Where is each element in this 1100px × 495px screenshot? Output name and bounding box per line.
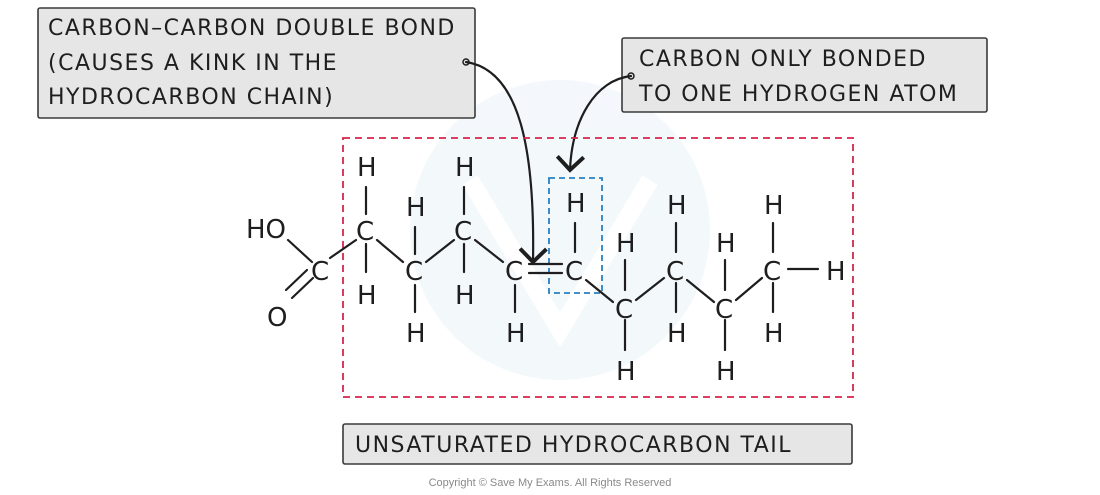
hydrogen-atom: H xyxy=(455,281,475,311)
hydrogen-atom: H xyxy=(667,191,687,221)
single-hydrogen-annotation-line-1: CARBON ONLY BONDED xyxy=(639,47,927,72)
carbon-atom: C xyxy=(666,257,684,287)
carbon-atom: C xyxy=(505,257,523,287)
hydrogen-atom: H xyxy=(826,257,846,287)
hydrogen-atom: H xyxy=(764,191,784,221)
hydrogen-atom: H xyxy=(667,319,687,349)
hydrogen-atom: H xyxy=(616,357,636,387)
carbon-atom: C xyxy=(454,217,472,247)
hydrogen-atom: H xyxy=(716,357,736,387)
carbon-atom: C xyxy=(763,257,781,287)
hydrogen-atom: H xyxy=(455,153,475,183)
hydrogen-atom: H xyxy=(616,229,636,259)
carbon-atom: C xyxy=(565,257,583,287)
carboxyl-carbon: C xyxy=(311,257,329,287)
carbon-atom: C xyxy=(615,295,633,325)
hydrogen-atom: H xyxy=(764,319,784,349)
hydrogen-atom: H xyxy=(406,319,426,349)
hydrogen-atom: H xyxy=(506,319,526,349)
double-bond-arrow xyxy=(464,60,548,265)
hydrogen-atom: H xyxy=(566,189,586,219)
hydroxyl-group: HO xyxy=(246,215,286,245)
hydrogen-atom: H xyxy=(357,281,377,311)
hydrogen-atom: H xyxy=(357,153,377,183)
carbon-atom: C xyxy=(405,257,423,287)
carbon-atom: C xyxy=(356,217,374,247)
single-hydrogen-carbon-highlight xyxy=(548,177,603,294)
single-hydrogen-annotation: CARBON ONLY BONDED TO ONE HYDROGEN ATOM xyxy=(621,37,988,113)
hydrocarbon-tail-box xyxy=(342,137,854,398)
double-bond-annotation-line-3: HYDROCARBON CHAIN) xyxy=(48,85,334,110)
atoms: HO O C H C H H C H H C H C H H C H C H H… xyxy=(246,153,846,387)
tail-label: UNSATURATED HYDROCARBON TAIL xyxy=(342,423,853,465)
single-hydrogen-annotation-line-2: TO ONE HYDROGEN ATOM xyxy=(638,82,958,107)
hydrogen-atom: H xyxy=(716,229,736,259)
double-bond-annotation-line-2: (CAUSES A KINK IN THE xyxy=(48,51,338,76)
bonds xyxy=(284,185,820,352)
carbonyl-oxygen: O xyxy=(267,303,287,333)
watermark xyxy=(410,80,710,380)
carbon-atom: C xyxy=(715,295,733,325)
tail-label-text: UNSATURATED HYDROCARBON TAIL xyxy=(355,433,792,458)
single-hydrogen-arrow xyxy=(555,74,633,173)
hydrogen-atom: H xyxy=(406,193,426,223)
copyright-notice: Copyright © Save My Exams. All Rights Re… xyxy=(429,477,672,489)
double-bond-annotation-line-1: CARBON–CARBON DOUBLE BOND xyxy=(48,16,456,41)
double-bond-annotation: CARBON–CARBON DOUBLE BOND (CAUSES A KINK… xyxy=(37,7,476,119)
